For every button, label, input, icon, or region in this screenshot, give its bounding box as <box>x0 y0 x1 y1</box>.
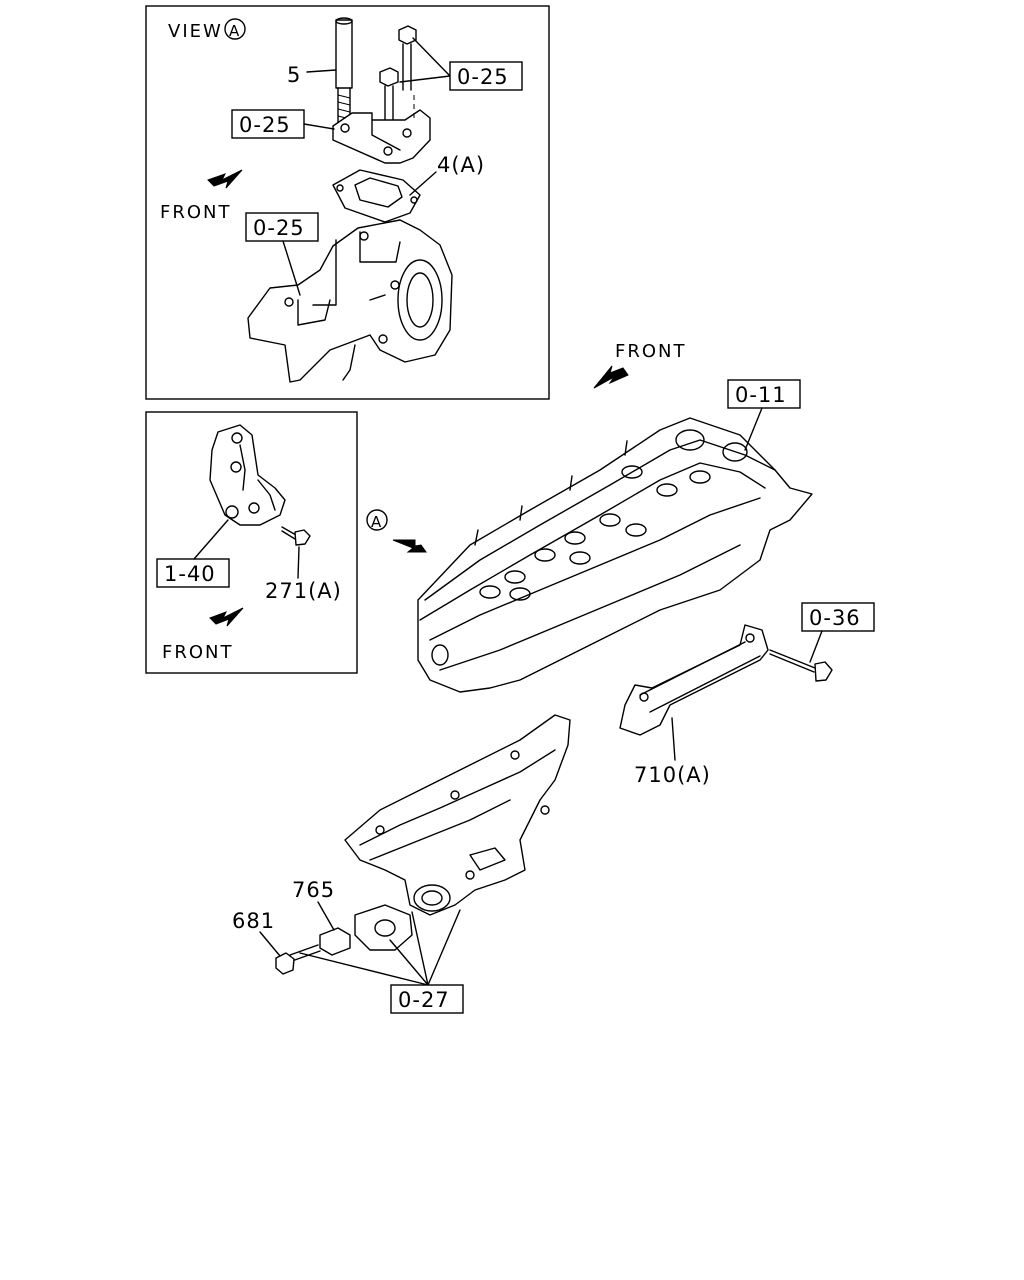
ref-box-view-a-plate: 0-25 <box>239 113 291 137</box>
spacer-drawing <box>319 927 351 956</box>
exhaust-gasket-drawing <box>354 904 413 951</box>
front-label-main: FRONT <box>615 341 687 362</box>
view-label-circle-letter: A <box>229 22 240 40</box>
part-number-gasket: 4(A) <box>437 153 485 177</box>
bracket-inset-panel: 1-40 271(A) FRONT <box>145 411 358 674</box>
view-label-circle-icon <box>224 18 246 40</box>
front-label-view-a: FRONT <box>160 202 232 223</box>
part-number-inset-bolt: 271(A) <box>265 579 342 603</box>
part-number-nut: 681 <box>232 909 275 933</box>
stud-drawing <box>335 17 353 129</box>
exhaust-manifold-drawing <box>344 714 571 916</box>
front-label-bracket-inset: FRONT <box>162 642 234 663</box>
nut-drawing <box>275 944 321 975</box>
view-a-panel: VIEW A 5 0-25 0-25 <box>145 5 550 400</box>
front-arrow-icon <box>593 365 629 389</box>
front-arrow-icon <box>209 607 244 627</box>
ref-box-bracket-bolt: 0-36 <box>809 606 861 630</box>
flange-plate-drawing <box>332 109 431 164</box>
ref-box-bracket-inset: 1-40 <box>164 562 216 586</box>
gasket-drawing <box>332 169 421 223</box>
bolt-drawing <box>379 25 417 131</box>
cylinder-head-drawing <box>417 417 813 693</box>
part-number-heat-bracket: 710(A) <box>634 763 711 787</box>
callout-a-circle-icon <box>366 509 388 531</box>
inset-bolt-drawing <box>281 526 311 546</box>
ref-box-exhaust-flange: 0-27 <box>398 988 450 1012</box>
heat-bracket-drawing <box>619 624 769 736</box>
view-a-arrow-icon <box>392 539 427 553</box>
ref-box-cylinder-head: 0-11 <box>735 383 787 407</box>
part-number-spacer: 765 <box>292 878 335 902</box>
part-number-stud: 5 <box>287 63 301 87</box>
bracket-drawing <box>209 424 286 526</box>
callout-a-letter: A <box>371 513 382 531</box>
view-label: VIEW <box>168 21 223 42</box>
front-arrow-icon <box>207 169 243 189</box>
ref-box-view-a-housing: 0-25 <box>253 216 305 240</box>
turbo-housing-drawing <box>247 219 453 383</box>
ref-box-view-a-bolts: 0-25 <box>457 65 509 89</box>
bracket-bolt-drawing <box>769 649 833 682</box>
